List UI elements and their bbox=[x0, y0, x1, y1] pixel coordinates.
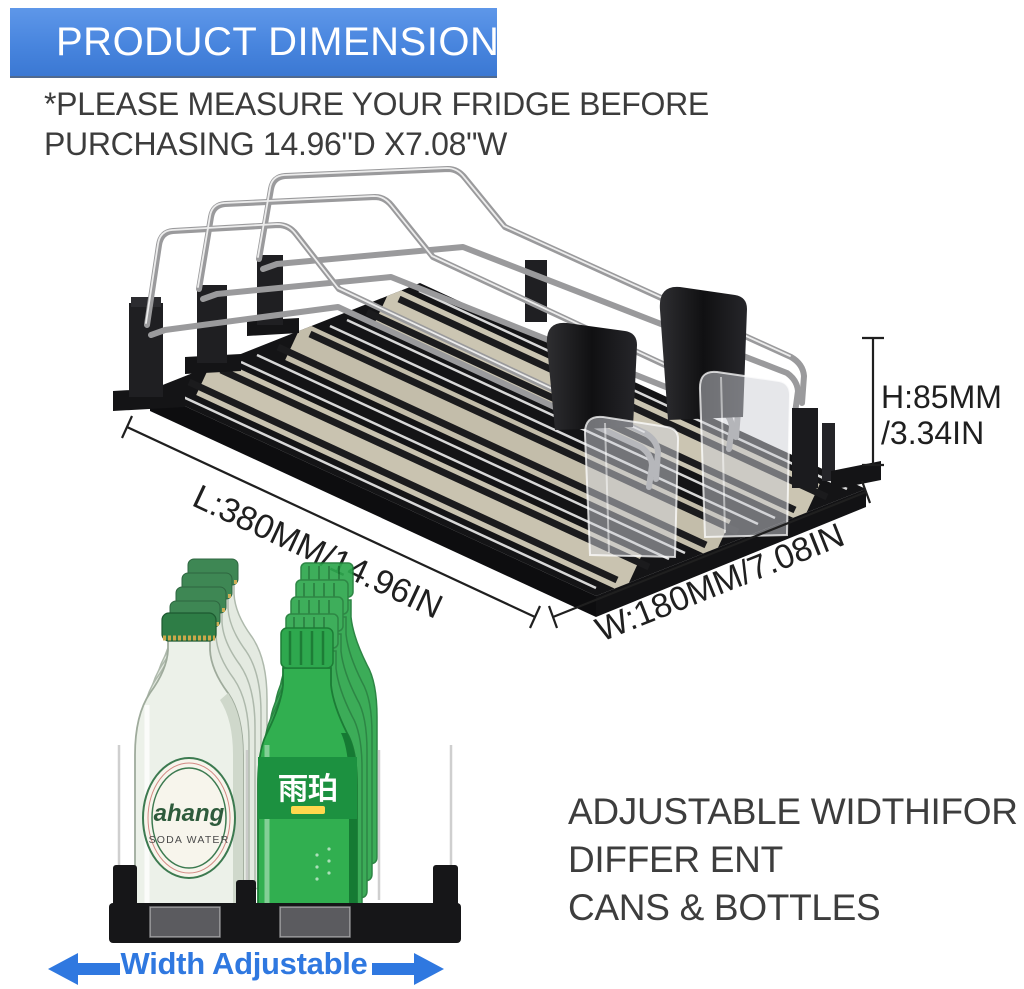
translucent-pushers bbox=[583, 370, 792, 559]
dispenser-base bbox=[109, 865, 461, 943]
width-adjustable-label: Width Adjustable bbox=[120, 946, 368, 981]
left-arrow-icon bbox=[48, 953, 120, 985]
glass-bottle-brand: ahang bbox=[154, 800, 225, 827]
bottles-photo: ahang SODA WATER 雨珀 bbox=[109, 557, 461, 943]
header-banner: PRODUCT DIMENSION bbox=[10, 8, 500, 78]
glass-bottle-subtitle: SODA WATER bbox=[149, 834, 230, 846]
feature-text-line2: DIFFER ENT bbox=[568, 839, 783, 880]
front-posts bbox=[792, 408, 881, 490]
glass-bottle-front: ahang SODA WATER bbox=[134, 612, 244, 932]
green-bottle-front: 雨珀 bbox=[257, 627, 358, 933]
height-dimension-label-line2: /3.34IN bbox=[881, 415, 984, 451]
feature-text: ADJUSTABLE WIDTHIFOR DIFFER ENT CANS & B… bbox=[568, 788, 1024, 932]
measure-notice-line1: *PLEASE MEASURE YOUR FRIDGE BEFORE bbox=[44, 86, 709, 122]
feature-text-line3: CANS & BOTTLES bbox=[568, 887, 881, 928]
green-bottle-label: 雨珀 bbox=[278, 773, 338, 806]
organizer-base bbox=[150, 283, 866, 617]
height-dimension-label-line1: H:85MM bbox=[881, 379, 1002, 415]
right-arrow-icon bbox=[372, 953, 444, 985]
feature-text-line1: ADJUSTABLE WIDTHIFOR bbox=[568, 791, 1018, 832]
measure-notice: *PLEASE MEASURE YOUR FRIDGE BEFORE PURCH… bbox=[44, 84, 764, 164]
measure-notice-line2: PURCHASING 14.96"D X7.08"W bbox=[44, 126, 508, 162]
page-title: PRODUCT DIMENSION bbox=[56, 19, 500, 64]
dimension-lines bbox=[120, 336, 884, 629]
